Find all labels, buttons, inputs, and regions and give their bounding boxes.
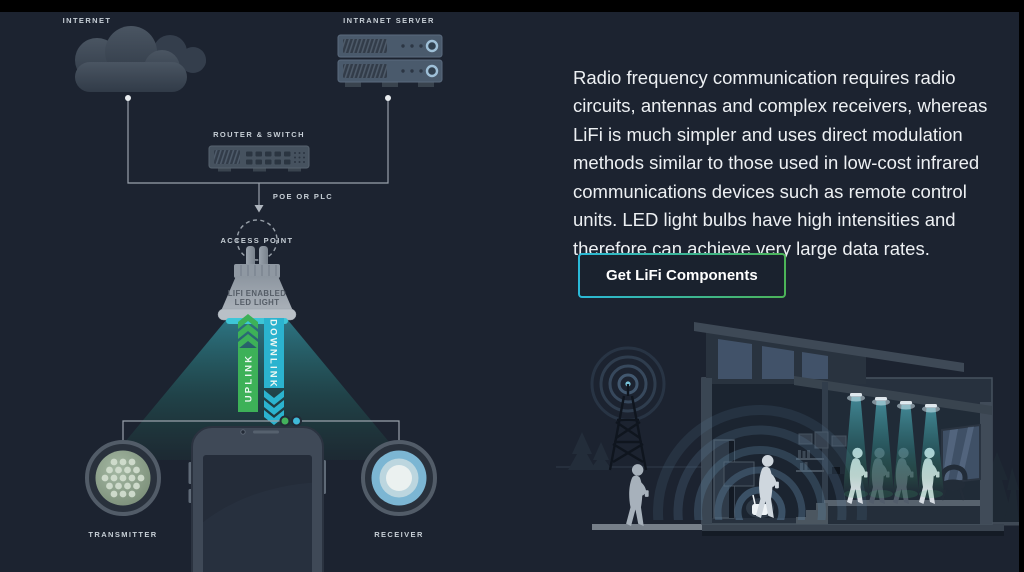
receiver-icon bbox=[361, 440, 437, 516]
downlink-arrow: DOWNLINK bbox=[264, 318, 284, 425]
lifi-light-1 bbox=[843, 393, 869, 498]
counter bbox=[828, 474, 844, 500]
elevated-floor bbox=[824, 500, 980, 506]
network-connector-lines bbox=[125, 95, 391, 213]
transmitter-icon bbox=[85, 440, 161, 516]
lifi-ceiling-lights bbox=[843, 393, 944, 498]
lifi-light-2 bbox=[868, 397, 894, 498]
phone-camera bbox=[240, 429, 246, 435]
led-light-label-line2: LED LIGHT bbox=[235, 298, 280, 307]
smartphone-icon bbox=[188, 415, 326, 572]
get-lifi-components-button[interactable]: Get LiFi Components bbox=[578, 253, 786, 298]
down-arrow-icon bbox=[254, 205, 264, 213]
poe-or-plc-label: POE OR PLC bbox=[273, 192, 333, 201]
lifi-home-illustration bbox=[556, 322, 1019, 536]
receiver-port-dot bbox=[293, 417, 300, 425]
chair bbox=[939, 464, 968, 501]
intranet-server-icon bbox=[337, 34, 443, 87]
get-lifi-components-button-label[interactable]: Get LiFi Components bbox=[580, 255, 784, 296]
access-point-label: ACCESS POINT bbox=[220, 236, 293, 245]
lifi-network-diagram: INTERNET INTRANET SERVER bbox=[63, 16, 443, 572]
internet-label: INTERNET bbox=[63, 16, 112, 25]
radio-tower-icon bbox=[590, 346, 666, 471]
shelves bbox=[796, 450, 824, 472]
led-light-label-line1: LIFI ENABLED bbox=[228, 289, 287, 298]
walkway bbox=[592, 524, 1004, 536]
lifi-section: INTERNET INTRANET SERVER bbox=[0, 12, 1019, 572]
transmitter-port-dot bbox=[281, 417, 289, 425]
plant-pot bbox=[832, 467, 840, 474]
led-bulb-icon: LIFI ENABLED LED LIGHT bbox=[217, 264, 297, 324]
router-switch-label: ROUTER & SWITCH bbox=[213, 130, 305, 139]
window bbox=[941, 423, 981, 485]
pine-trees-left bbox=[556, 432, 706, 470]
person-outside bbox=[626, 464, 649, 526]
internet-cloud-icon bbox=[75, 26, 206, 92]
wall-screen bbox=[723, 461, 755, 487]
wall-pictures bbox=[798, 431, 847, 449]
lifi-light-3 bbox=[893, 401, 919, 498]
router-switch-icon bbox=[208, 145, 310, 172]
device-connector-lines bbox=[122, 420, 400, 442]
lifi-description-paragraph: Radio frequency communication requires r… bbox=[573, 66, 988, 259]
phone-speaker bbox=[253, 430, 279, 434]
uplink-arrow: UPLINK bbox=[238, 314, 258, 412]
uplink-label: UPLINK bbox=[244, 354, 255, 403]
lifi-light-4 bbox=[918, 404, 944, 498]
access-point-icon bbox=[236, 219, 278, 269]
downlink-label: DOWNLINK bbox=[268, 319, 279, 389]
wifi-waves bbox=[653, 405, 867, 520]
transmitter-label: TRANSMITTER bbox=[88, 530, 157, 539]
receiver-label: RECEIVER bbox=[374, 530, 424, 539]
intranet-server-label: INTRANET SERVER bbox=[343, 16, 435, 25]
stairs bbox=[796, 503, 828, 524]
